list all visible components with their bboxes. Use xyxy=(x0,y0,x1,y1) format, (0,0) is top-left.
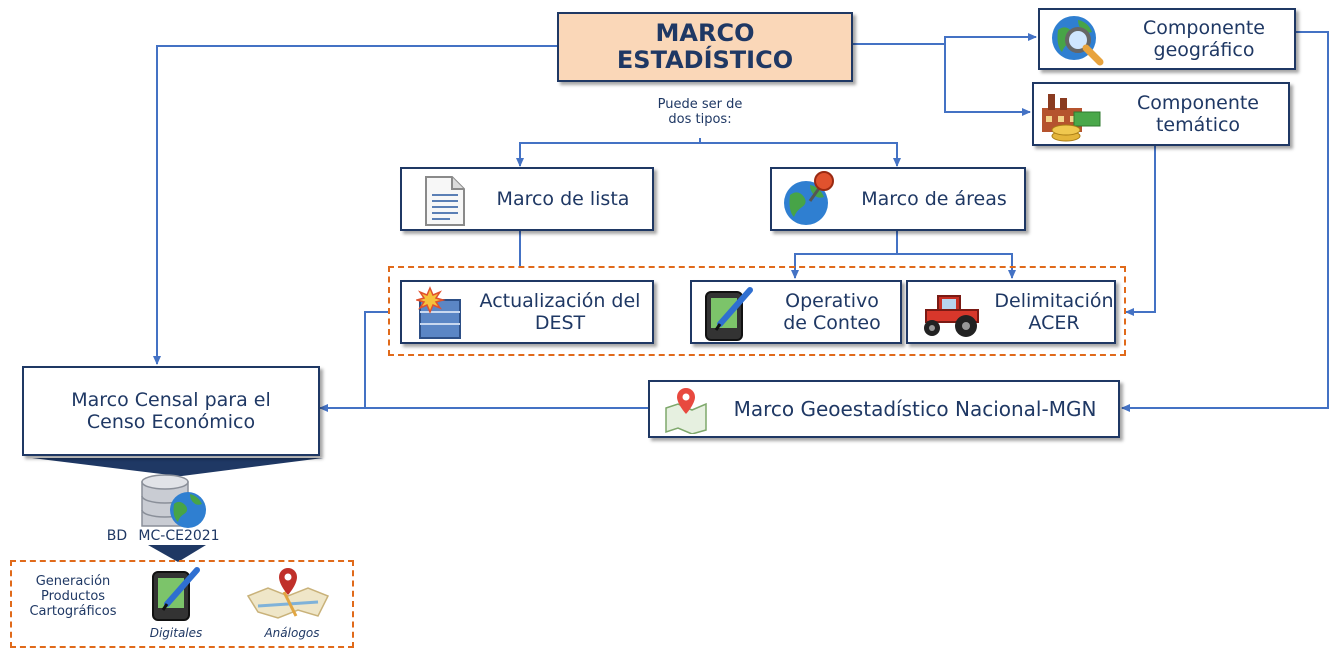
marco-censal-label: Marco Censal para el Censo Económico xyxy=(71,389,271,433)
operaciones-group xyxy=(388,266,1126,356)
actualizacion-dest-label: Actualización del DEST xyxy=(479,290,641,334)
factory-money-icon xyxy=(1042,94,1101,142)
line-group-to-censal xyxy=(364,311,388,408)
delimitacion-acer-box: Delimitación ACER xyxy=(906,280,1116,344)
marco-de-lista-label: Marco de lista xyxy=(496,188,630,210)
componente-geografico-label: Componente geográfico xyxy=(1143,17,1265,61)
arrow-to-marco-areas xyxy=(700,142,901,167)
map-pin-icon xyxy=(665,388,707,434)
productos-group xyxy=(10,560,354,648)
productos-analogos-label: Análogos xyxy=(264,626,320,640)
database-globe-icon xyxy=(141,474,206,528)
db-label-bd: BD xyxy=(106,528,128,544)
mgn-label: Marco Geoestadístico Nacional-MGN xyxy=(733,397,1097,421)
pda-pen-icon xyxy=(152,567,200,621)
productos-heading: Generación Productos Cartográficos xyxy=(29,574,117,619)
mgn-box: Marco Geoestadístico Nacional-MGN xyxy=(648,380,1120,438)
db-label-name: MC-CE2021 xyxy=(138,528,220,544)
arrow-db-to-products xyxy=(148,545,206,562)
arrow-to-comp-geo xyxy=(853,33,1037,45)
marco-estadistico-box: MARCO ESTADÍSTICO xyxy=(557,12,853,82)
marco-de-areas-label: Marco de áreas xyxy=(861,188,1007,210)
actualizacion-dest-box: Actualización del DEST xyxy=(400,280,654,344)
page-title: MARCO ESTADÍSTICO xyxy=(616,19,794,74)
document-icon xyxy=(425,176,465,226)
database-server-icon xyxy=(416,286,461,339)
arrow-to-marco-lista xyxy=(516,138,701,167)
delimitacion-acer-label: Delimitación ACER xyxy=(994,290,1114,334)
operativo-conteo-box: Operativo de Conteo xyxy=(690,280,902,344)
marco-de-areas-box: Marco de áreas xyxy=(770,167,1026,231)
globe-pin-icon xyxy=(784,171,834,225)
marco-censal-box: Marco Censal para el Censo Económico xyxy=(22,366,320,456)
productos-digitales-label: Digitales xyxy=(149,626,203,640)
globe-search-icon xyxy=(1052,16,1104,66)
arrow-to-marco-censal xyxy=(153,45,557,365)
arrow-to-delimitacion xyxy=(897,253,1016,279)
componente-tematico-label: Componente temático xyxy=(1137,92,1259,136)
tractor-icon xyxy=(924,295,979,337)
note-dos-tipos: Puede ser de dos tipos: xyxy=(657,97,743,127)
arrow-geo-to-mgn xyxy=(1121,31,1329,412)
operativo-conteo-label: Operativo de Conteo xyxy=(783,290,881,334)
componente-geografico-box: Componente geográfico xyxy=(1038,8,1296,70)
funnel-shape xyxy=(32,458,323,476)
arrow-tematico-to-group xyxy=(1125,146,1156,316)
componente-tematico-box: Componente temático xyxy=(1032,82,1290,146)
marco-de-lista-box: Marco de lista xyxy=(400,167,654,231)
pda-pen-icon xyxy=(705,287,753,341)
arrow-to-comp-tem xyxy=(944,44,1031,116)
map-pin-icon xyxy=(246,568,330,619)
